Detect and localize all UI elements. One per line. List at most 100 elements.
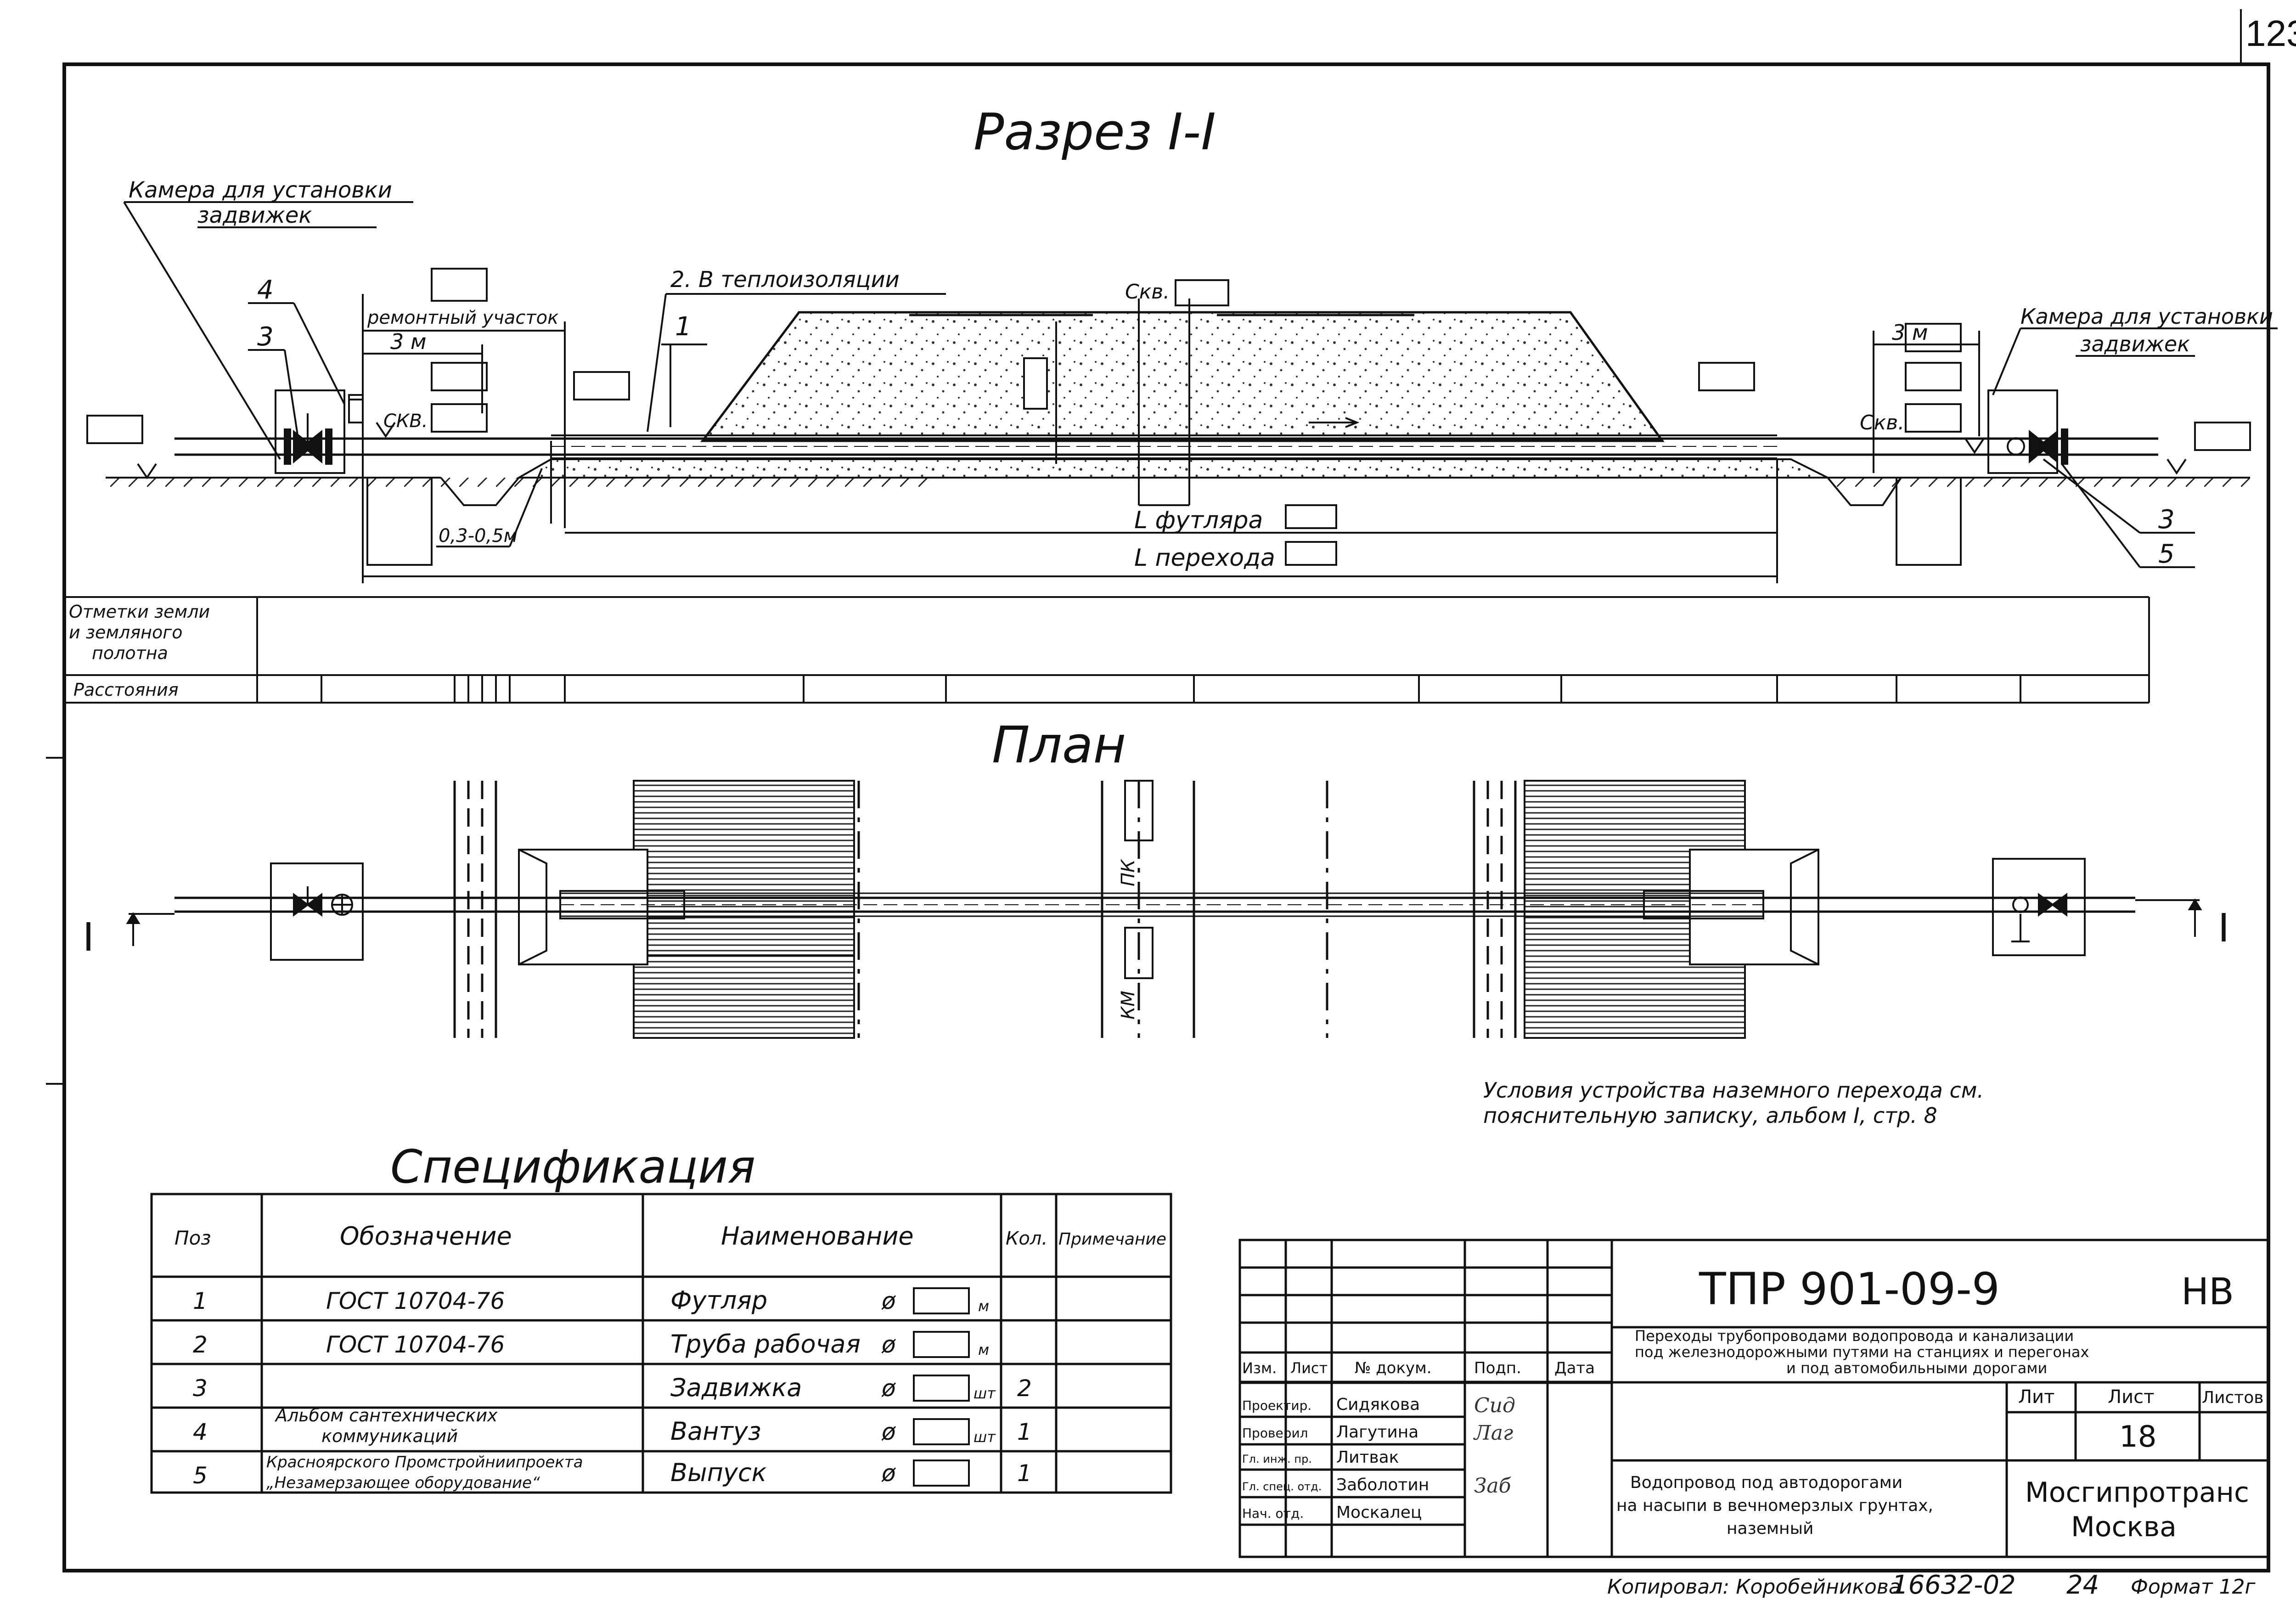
stamp-head-list: Лист (1290, 1359, 1328, 1377)
svg-text:ø: ø (881, 1460, 896, 1487)
format-label: Формат 12г (2131, 1575, 2256, 1599)
svg-text:ø: ø (881, 1288, 896, 1314)
pos-3-right: 3 (2158, 505, 2175, 535)
roads (453, 781, 1517, 1038)
bottom-caption: Копировал: Коробейникова 16632-02 24 Фор… (1607, 1570, 2256, 1600)
lit-label: Лит (2018, 1386, 2054, 1408)
svg-text:Гл. инж. пр.: Гл. инж. пр. (1242, 1453, 1312, 1465)
well-center-label: Скв. (1125, 280, 1170, 304)
sheet-number: 18 (2119, 1420, 2156, 1454)
svg-text:м: м (978, 1341, 989, 1358)
spec-row-2: 2 ГОСТ 10704-76 Труба рабочая ø м (193, 1330, 989, 1358)
doc-desc-1: Переходы трубопроводами водопровода и ка… (1635, 1327, 2074, 1345)
section-marker-left: I (83, 914, 94, 960)
profile-row-3: полотна (92, 643, 168, 663)
casing-length-label: L футляра (1134, 507, 1263, 534)
svg-text:Альбом сантехнических: Альбом сантехнических (274, 1405, 498, 1426)
section-view: Разрез I-I Камера для установки задвижек… (64, 102, 2278, 704)
svg-text:ø: ø (881, 1419, 896, 1445)
svg-text:Вантуз: Вантуз (670, 1417, 761, 1446)
org-name: Мосгипротранс (2025, 1476, 2249, 1509)
svg-text:Красноярского Промстройниипрое: Красноярского Промстройниипроекта (266, 1453, 583, 1471)
dim-3m-left: 3 м (390, 329, 427, 354)
plan-title: План (992, 716, 1126, 774)
svg-text:1: 1 (1017, 1419, 1032, 1445)
plan-note-2: пояснительную записку, альбом I, стр. 8 (1483, 1103, 1937, 1128)
svg-text:Заболотин: Заболотин (1336, 1476, 1429, 1494)
spec-row-4: 4 Альбом сантехнических коммуникаций Ван… (193, 1405, 1032, 1446)
svg-text:Литвак: Литвак (1336, 1448, 1399, 1467)
valve-left (284, 413, 332, 465)
pipeline (174, 434, 2158, 459)
copied-by: Копировал: Коробейникова (1607, 1575, 1901, 1599)
svg-text:Задвижка: Задвижка (670, 1373, 802, 1402)
chamber-left-foundation (366, 477, 433, 566)
svg-text:Нач. отд.: Нач. отд. (1242, 1506, 1304, 1521)
section-title: Разрез I-I (974, 102, 1216, 161)
plan-valve-right (2012, 893, 2067, 917)
svg-text:Гл. спец. отд.: Гл. спец. отд. (1242, 1480, 1322, 1493)
specification: Спецификация Поз Обозначение Наименовани… (150, 1140, 1172, 1494)
inspection-well-box (1023, 357, 1048, 410)
pos-3-left: 3 (257, 322, 274, 352)
depth-label: 0,3-0,5м (439, 525, 518, 547)
axis-lines (1055, 299, 1360, 506)
spec-head-pos: Поз (174, 1227, 211, 1249)
frame-ticks (46, 757, 64, 1085)
plan-valve-left (293, 886, 322, 917)
plan-chamber-left (270, 862, 364, 961)
org-city: Москва (2071, 1511, 2177, 1543)
plan-view: План I I (46, 716, 2229, 1128)
svg-text:Выпуск: Выпуск (670, 1458, 767, 1487)
svg-text:м: м (978, 1297, 989, 1315)
title-block: ТПР 901-09-9 НВ Переходы трубопроводами … (1238, 1239, 2270, 1558)
spec-head-designation: Обозначение (340, 1222, 512, 1251)
sheet-frame (62, 9, 2270, 1572)
drawing-title-2: на насыпи в вечномерзлых грунтах, (1616, 1496, 1933, 1515)
svg-text:4: 4 (193, 1419, 208, 1445)
pos-leaders-right (2043, 458, 2195, 568)
spec-row-3: 3 Задвижка ø шт 2 (193, 1373, 1032, 1402)
spec-row-1: 1 ГОСТ 10704-76 Футляр ø м (193, 1286, 989, 1315)
svg-text:ГОСТ 10704-76: ГОСТ 10704-76 (326, 1331, 505, 1358)
pos-1: 1 (675, 312, 692, 342)
length-dims (362, 459, 1778, 583)
pos-5-right: 5 (2158, 539, 2175, 569)
dim-3m-right: 3 м (1892, 320, 1928, 345)
svg-text:шт: шт (974, 1428, 996, 1446)
chamber-left (275, 389, 364, 474)
insulation-label: 2. В теплоизоляции (670, 267, 900, 293)
doc-code: ТПР 901-09-9 (1699, 1263, 2000, 1315)
chamber-right-leader (1992, 327, 2278, 395)
pk-label: ПК (1118, 859, 1139, 886)
profile-row-2: и земляного (69, 622, 182, 642)
svg-text:Лагутина: Лагутина (1336, 1423, 1418, 1442)
embankment (700, 311, 1665, 442)
crossing-length-label: L перехода (1134, 544, 1275, 572)
section-arrows (126, 898, 2202, 946)
profile-grid (64, 596, 2150, 704)
list-label: Лист (2108, 1386, 2154, 1408)
plan-note-1: Условия устройства наземного перехода см… (1483, 1078, 1984, 1103)
svg-text:5: 5 (193, 1462, 208, 1489)
drawing-title-1: Водопровод под автодорогами (1630, 1473, 1902, 1492)
profile-row-1: Отметки земли (69, 602, 210, 622)
plan-chamber-right (1992, 858, 2086, 956)
stamp-head-izm: Изм. (1242, 1359, 1277, 1377)
repair-zone-dim (362, 294, 566, 569)
sheet-in-set: 24 (2066, 1570, 2099, 1600)
svg-text:Футляр: Футляр (670, 1286, 767, 1315)
svg-text:1: 1 (193, 1288, 208, 1314)
chamber-left-label-2: задвижек (197, 203, 312, 228)
svg-text:коммуникаций: коммуникаций (321, 1426, 458, 1446)
spec-grid (150, 1193, 1172, 1494)
svg-text:Труба рабочая: Труба рабочая (670, 1330, 861, 1358)
inventory-number: 16632-02 (1892, 1570, 2016, 1600)
depth-leader (436, 441, 552, 547)
chamber-right-label-1: Камера для установки (2020, 304, 2273, 329)
drawing-title-3: наземный (1727, 1519, 1813, 1538)
svg-text:ГОСТ 10704-76: ГОСТ 10704-76 (326, 1288, 505, 1314)
chamber-left-leader (123, 201, 413, 460)
elevation-boxes (86, 268, 2251, 566)
